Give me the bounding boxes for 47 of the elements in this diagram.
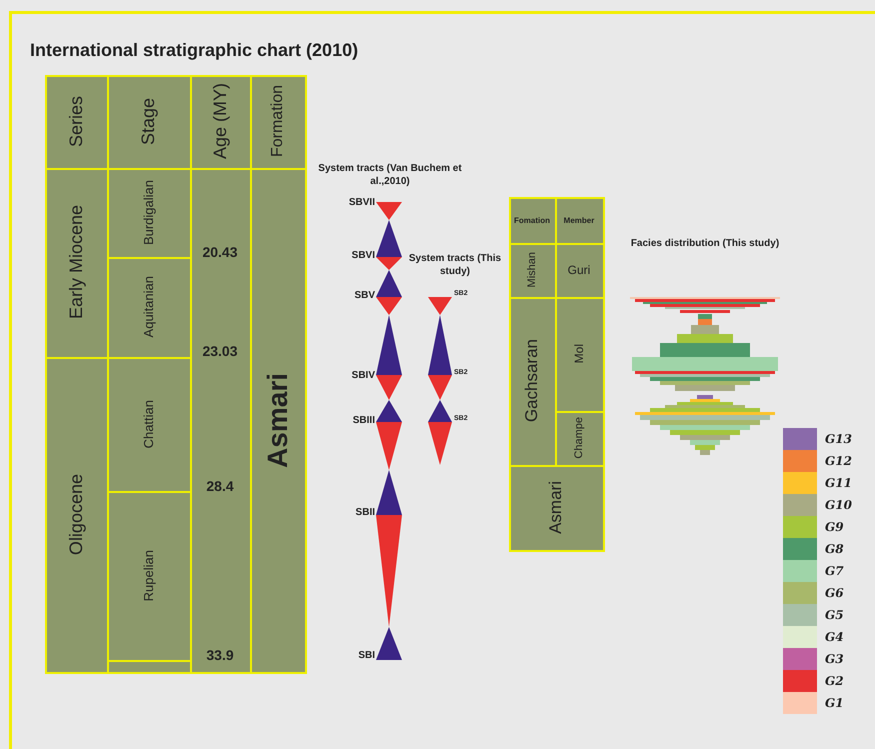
stage-name: Burdigalian	[141, 180, 156, 246]
series-name: Early Miocene	[66, 205, 86, 320]
column-header: Stage	[138, 98, 159, 146]
column-header: Age (MY)	[210, 83, 230, 160]
boundary-label: SBVII	[348, 196, 375, 208]
age-value: 33.9	[206, 647, 234, 663]
formation-name: Mishan	[526, 252, 538, 288]
legend-label: G11	[825, 475, 852, 492]
legend-label: G10	[825, 497, 852, 514]
column-header: Fomation	[514, 216, 550, 224]
legend-label: G3	[825, 651, 844, 668]
chart-heading: System tracts (This study)	[408, 252, 502, 278]
column-header: Member	[564, 216, 594, 224]
chart-heading: Facies distribution (This study)	[630, 237, 780, 251]
stage-name: Chattian	[141, 400, 156, 448]
legend-label: G7	[825, 563, 844, 580]
age-value: 23.03	[202, 343, 238, 359]
chart-title: International stratigraphic chart (2010)	[30, 40, 358, 61]
boundary-label: SBII	[356, 506, 375, 518]
legend-label: G5	[825, 607, 844, 624]
legend-label: G9	[825, 519, 844, 536]
legend-label: G2	[825, 673, 844, 690]
formation-name: Gachsaran	[522, 339, 542, 423]
stage-name: Aquitanian	[141, 276, 156, 338]
member-name: Champe	[573, 417, 585, 459]
formation-name: Asmari	[546, 481, 566, 534]
stage-name: Rupelian	[141, 550, 156, 602]
legend-label: G12	[825, 453, 852, 470]
legend-label: G4	[825, 629, 844, 646]
boundary-label: SBIV	[352, 370, 375, 380]
member-name: Guri	[568, 263, 590, 277]
boundary-label: SBIII	[352, 414, 375, 426]
age-value: 28.4	[206, 478, 234, 494]
formation-name: Asmari	[262, 372, 294, 468]
column-header: Formation	[268, 85, 286, 158]
boundary-label: SBI	[358, 650, 375, 660]
legend-label: G13	[825, 431, 852, 448]
legend-label: G8	[825, 541, 844, 558]
boundary-label: SBV	[354, 290, 375, 300]
legend-label: G6	[825, 585, 844, 602]
series-name: Oligocene	[66, 474, 86, 556]
boundary-label: SBVI	[352, 250, 375, 260]
age-value: 20.43	[202, 244, 238, 260]
column-header: Series	[66, 96, 86, 148]
chart-heading: System tracts (Van Buchem et al.,2010)	[317, 162, 463, 188]
legend-label: G1	[825, 695, 844, 712]
member-name: Mol	[572, 344, 586, 364]
